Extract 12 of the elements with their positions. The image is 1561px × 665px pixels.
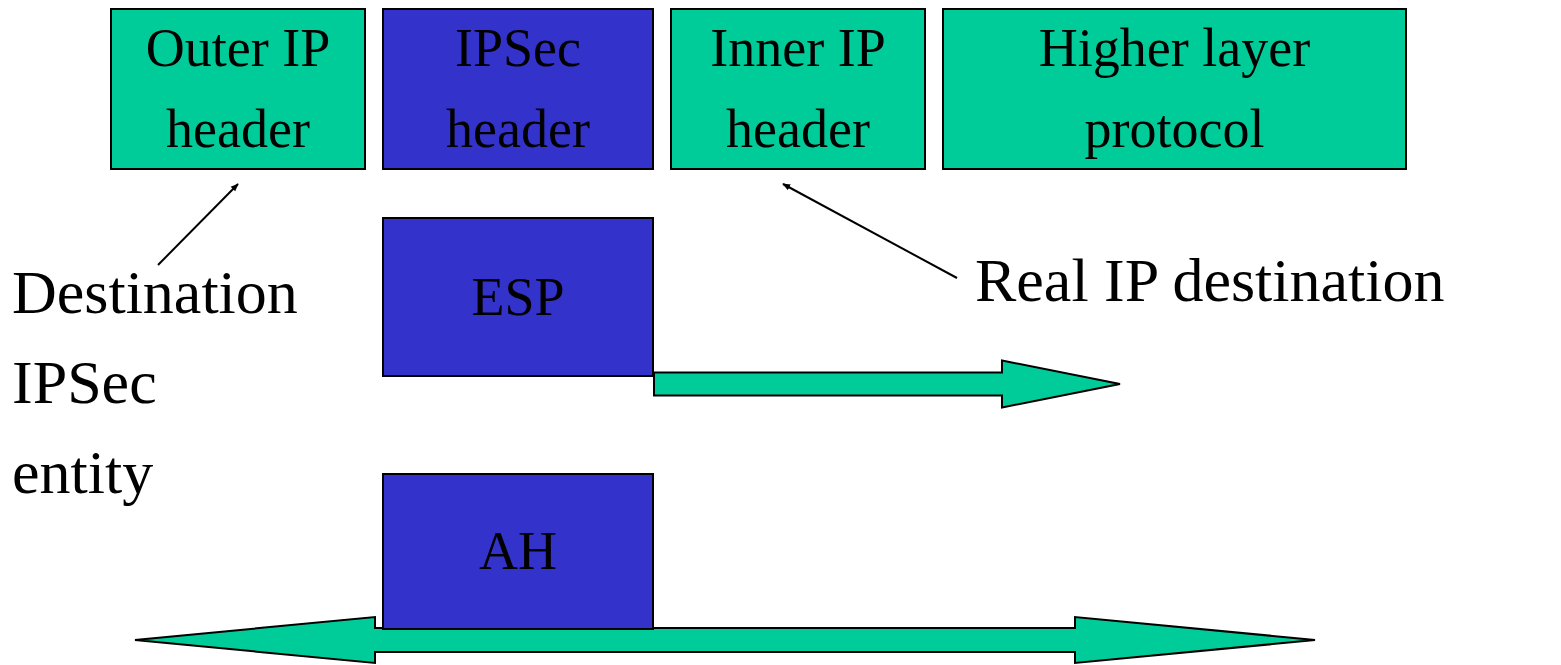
leader-line [157, 183, 239, 266]
leader-line [782, 183, 958, 279]
packet-field: AH [382, 473, 654, 630]
packet-field: IPSec header [382, 8, 654, 170]
packet-field: Inner IP header [670, 8, 926, 170]
packet-field: Outer IP header [110, 8, 366, 170]
packet-field: Higher layer protocol [942, 8, 1407, 170]
double-block-arrow [134, 615, 1316, 665]
block-arrow [653, 359, 1121, 409]
callout-text: Real IP destination [975, 236, 1535, 326]
packet-field: ESP [382, 217, 654, 377]
callout-text: Destination IPSec entity [12, 248, 307, 518]
